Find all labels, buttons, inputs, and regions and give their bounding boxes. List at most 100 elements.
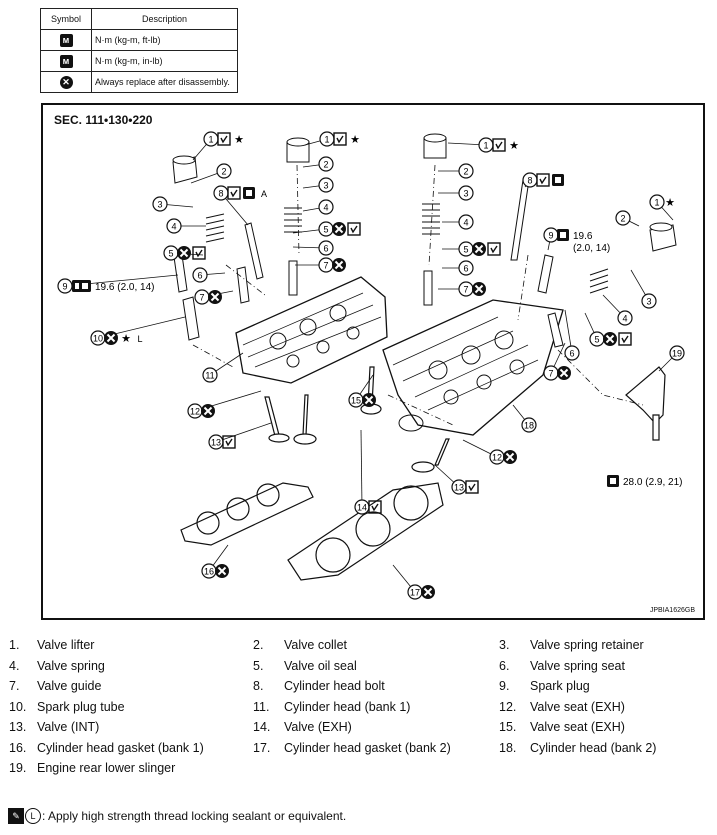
gasket-bank1 (180, 482, 314, 546)
callout-circle (458, 214, 474, 230)
callout-5: 5 (589, 331, 632, 347)
callout-16: 16 (201, 563, 230, 579)
callout-circle (641, 293, 657, 309)
callout-number: 4 (463, 218, 468, 228)
callout-number: 7 (199, 293, 204, 303)
tightening-icon (217, 132, 231, 146)
callout-number: 4 (622, 314, 627, 324)
replace-x-icon (176, 245, 192, 261)
replace-x-icon (207, 289, 223, 305)
replace-x-icon (502, 449, 518, 465)
callout-number: 3 (323, 181, 328, 191)
callout-13: 13 (208, 434, 236, 450)
symbol-row: ᴍ N·m (kg-m, in-lb) (40, 50, 238, 72)
callout-number: 8 (527, 176, 532, 186)
part-name: Valve (EXH) (284, 720, 352, 734)
callout-circle (617, 310, 633, 326)
part-number: 10. (9, 699, 27, 714)
callout-10: 10 ★ L (90, 330, 143, 346)
callout-number: 12 (492, 453, 502, 463)
part-number: 7. (9, 679, 20, 693)
callout-12: 12 (489, 449, 518, 465)
callout-circle (564, 345, 580, 361)
star-marker: ★ (121, 333, 131, 345)
part-number: 13. (9, 720, 27, 734)
symbol-table: Symbol Description ᴍ N·m (kg-m, ft-lb) ᴍ… (40, 8, 238, 93)
callout-number: 9 (62, 282, 67, 292)
callout-circle (458, 163, 474, 179)
part-name: Cylinder head (bank 1) (284, 699, 411, 714)
callout-number: 16 (204, 567, 214, 577)
callout-1: 1★ (319, 131, 360, 147)
part-number: 2. (253, 638, 264, 652)
assembly-lines (192, 164, 644, 426)
section-label: SEC. 111•130•220 (54, 113, 153, 127)
tightening-icon (368, 500, 382, 514)
footnote: ✎L: Apply high strength thread locking s… (8, 808, 346, 824)
part-name: Valve oil seal (284, 658, 357, 673)
callout-8: 8 (522, 172, 564, 188)
callout-18: 18 (521, 417, 537, 433)
part-number: 11. (253, 699, 270, 714)
torque-wrench-icon (552, 174, 564, 186)
callout-2: 2 (458, 163, 474, 179)
symbol-row: ✕ Always replace after disassembly. (40, 71, 238, 93)
callout-number: 13 (454, 483, 464, 493)
callout-circle (318, 240, 334, 256)
symbol-description: N·m (kg-m, ft-lb) (91, 29, 238, 51)
callout-number: 5 (323, 225, 328, 235)
torque-value: (2.0, 14) (573, 243, 610, 254)
tightening-icon (465, 480, 479, 494)
callout-number: 19 (672, 349, 682, 359)
part-name: Valve (INT) (37, 720, 100, 734)
callout-number: 2 (620, 214, 625, 224)
callout-2: 2 (216, 163, 232, 179)
callout-number: 7 (323, 261, 328, 271)
callout-6: 6 (318, 240, 334, 256)
part-number: 15. (499, 720, 517, 734)
callout-2: 2 (318, 156, 334, 172)
callout-number: 1 (324, 135, 329, 145)
replace-x-icon (420, 584, 436, 600)
callout-4: 4 (318, 199, 334, 215)
callout-11: 11 (202, 367, 218, 383)
callout-circle (318, 156, 334, 172)
part-name: Valve spring seat (530, 658, 625, 673)
callout-7: 7 (194, 289, 223, 305)
callout-number: 3 (463, 189, 468, 199)
part-name: Engine rear lower slinger (37, 761, 176, 775)
callout-12: 12 (187, 403, 216, 419)
tightening-icon (487, 242, 501, 256)
part-number: 4. (9, 658, 20, 673)
part-number: 16. (9, 740, 27, 755)
callout-1: 1★ (203, 131, 244, 147)
callout-4: 4 (617, 310, 633, 326)
tightening-icon (333, 132, 347, 146)
replace-x-icon (331, 257, 347, 273)
callout-number: 6 (463, 264, 468, 274)
callout-number: 11 (205, 371, 214, 381)
callout-circle (318, 177, 334, 193)
callout-circle (521, 417, 537, 433)
replace-x-icon: ✕ (59, 75, 73, 89)
locking-l-icon: L (25, 808, 41, 824)
callout-circle (615, 210, 631, 226)
callout-5: 5 (163, 245, 206, 261)
star-marker: ★ (665, 197, 675, 209)
callout-number: 14 (357, 503, 367, 513)
tightening-icon (227, 186, 241, 200)
part-name: Cylinder head gasket (bank 1) (37, 740, 204, 755)
part-number: 1. (9, 638, 20, 652)
gasket-bank2 (287, 482, 444, 581)
callout-circle (669, 345, 685, 361)
callout-number: 10 (93, 334, 103, 344)
callout-circle (202, 367, 218, 383)
torque-annotation: 19.6 (2.0, 14) 19.6 (2.0, 14) 28.0 (2.9,… (79, 229, 682, 488)
torque-value: 19.6 (2.0, 14) (95, 282, 154, 293)
marker-l: L (137, 334, 142, 344)
part-name: Valve spring (37, 658, 105, 673)
callout-number: 6 (197, 271, 202, 281)
callout-19: 19 (669, 345, 685, 361)
callout-number: 6 (323, 244, 328, 254)
